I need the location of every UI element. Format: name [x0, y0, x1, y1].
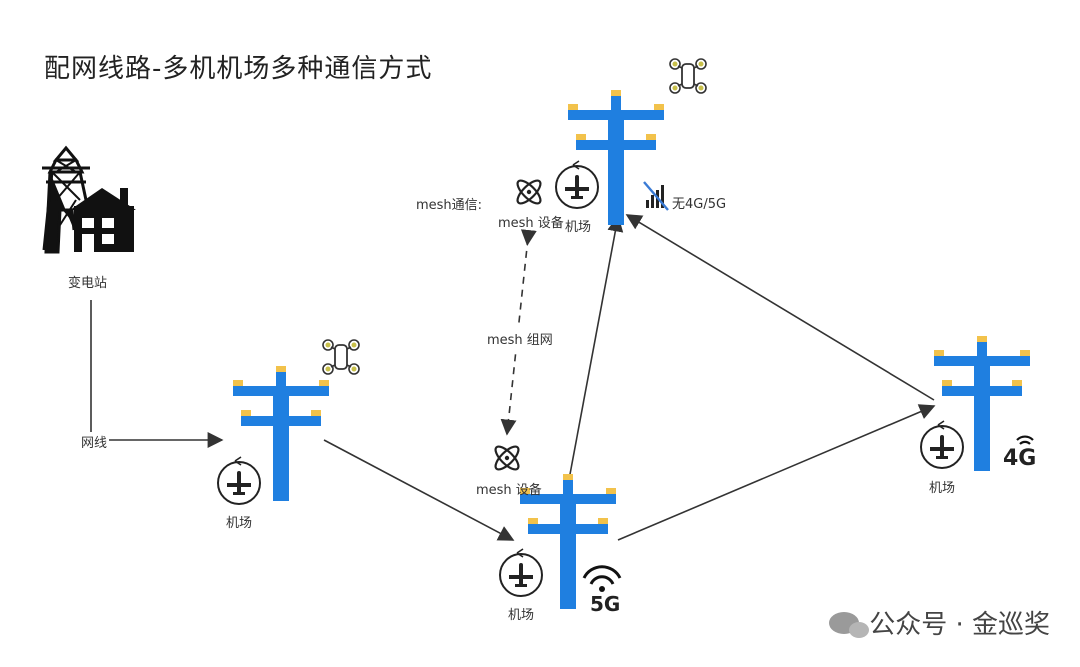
drone-icon-2 [669, 58, 707, 94]
no-signal-icon [643, 181, 669, 211]
airport-label-3: 机场 [565, 220, 592, 235]
substation-icon [42, 145, 136, 254]
network-line-label: 网线 [79, 432, 110, 451]
airport-icon-3 [555, 160, 599, 209]
airport-label-1: 机场 [226, 516, 253, 531]
mesh-link [500, 229, 537, 436]
watermark-text: 公众号 · 金巡奖 [869, 610, 1050, 640]
airport-icon-2 [499, 548, 543, 597]
network-line [90, 300, 224, 448]
watermark: 公众号 · 金巡奖 [829, 604, 1050, 641]
mesh-device-icon-bottom [491, 442, 523, 474]
drone-icon-1 [322, 339, 360, 375]
badge-5g: 5G [590, 592, 621, 616]
mesh-comm-label: mesh通信: [416, 198, 483, 213]
page-title: 配网线路-多机机场多种通信方式 [44, 54, 433, 84]
airport-label-4: 机场 [929, 481, 956, 496]
no-signal-label: 无4G/5G [672, 197, 727, 212]
mesh-device-label-bottom: mesh 设备 [476, 483, 542, 498]
mesh-device-label-top: mesh 设备 [498, 216, 564, 231]
mesh-device-icon-top [513, 176, 545, 208]
wechat-icon [829, 611, 870, 638]
airport-label-2: 机场 [508, 608, 535, 623]
connection-lines [323, 214, 936, 541]
badge-4g: 4G [1003, 446, 1037, 471]
5g-signal-icon [582, 565, 622, 592]
mesh-network-label: mesh 组网 [487, 327, 553, 350]
4g-signal-icon [1016, 435, 1034, 445]
airport-icon-4 [920, 420, 964, 469]
substation-label: 变电站 [68, 276, 108, 291]
airport-icon-1 [217, 456, 261, 505]
